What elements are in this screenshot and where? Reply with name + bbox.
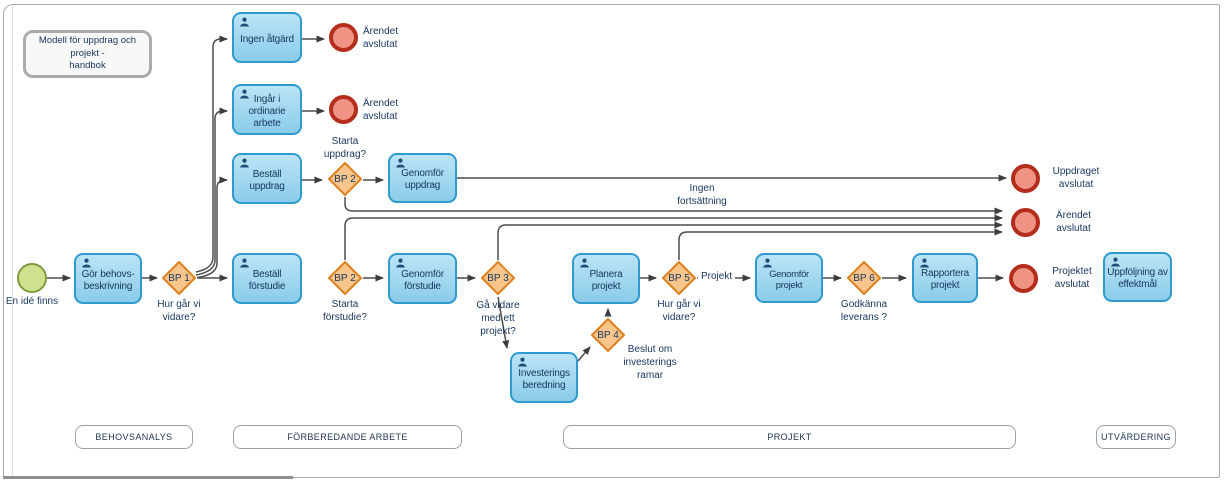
gateway-bp5-question: Hur går vi vidare? xyxy=(657,299,701,323)
person-icon xyxy=(395,158,406,168)
panel-divider xyxy=(12,5,13,477)
task-gor-behovsbeskrivning[interactable]: Gör behovs- beskrivning xyxy=(74,253,142,304)
end-event-arendet-avslutat-2[interactable] xyxy=(328,94,358,124)
task-label: Genomför uppdrag xyxy=(401,168,444,191)
gateway-bp3[interactable]: BP 3 xyxy=(480,260,516,296)
task-genomfor-forstudie[interactable]: Genomför förstudie xyxy=(388,253,457,304)
task-ingar-i-ordinarie-arbete[interactable]: Ingår i ordinarie arbete xyxy=(232,84,302,135)
lane-label: UTVÄRDERING xyxy=(1101,432,1171,442)
person-icon xyxy=(239,158,250,168)
gateway-bp1-question: Hur går vi vidare? xyxy=(157,299,201,323)
lane-forberedande-arbete[interactable]: FÖRBEREDANDE ARBETE xyxy=(233,425,462,449)
lane-utvardering[interactable]: UTVÄRDERING xyxy=(1096,425,1176,449)
task-label: Investerings beredning xyxy=(518,367,570,391)
end-event-label: Ärendet avslutat xyxy=(1055,210,1092,234)
task-label: Ingår i ordinarie arbete xyxy=(248,93,286,129)
task-rapportera-projekt[interactable]: Rapportera projekt xyxy=(912,253,978,303)
task-ingen-atgard[interactable]: Ingen åtgärd xyxy=(232,12,302,63)
task-label: Planera projekt xyxy=(589,268,623,292)
end-event-label: Ärendet avslutat xyxy=(363,98,399,122)
gateway-label: BP 2 xyxy=(334,272,356,284)
lane-label: BEHOVSANALYS xyxy=(95,432,173,442)
task-label: Uppföljning av effektmål xyxy=(1107,267,1168,290)
gateway-label: BP 5 xyxy=(668,272,690,284)
edge-label-ingen-fortsattning: Ingen fortsättning xyxy=(677,183,727,207)
task-genomfor-uppdrag[interactable]: Genomför uppdrag xyxy=(388,153,457,203)
end-event-label: Uppdraget avslutat xyxy=(1052,166,1100,190)
task-label: Rapportera projekt xyxy=(920,268,970,291)
task-label: Genomför förstudie xyxy=(401,268,444,292)
gateway-bp6-question: Godkänna leverans ? xyxy=(840,299,888,323)
end-event-arendet-avslutat-3[interactable] xyxy=(1010,207,1040,237)
lane-label: FÖRBEREDANDE ARBETE xyxy=(287,432,408,442)
task-label: Ingen åtgärd xyxy=(240,33,294,45)
end-event-label: Projektet avslutat xyxy=(1052,266,1092,290)
lane-behovsanalys[interactable]: BEHOVSANALYS xyxy=(75,425,193,449)
model-note[interactable]: Modell för uppdrag och projekt - handbok xyxy=(23,30,152,78)
gateway-bp2-uppdrag-question: Starta uppdrag? xyxy=(323,136,367,160)
person-icon xyxy=(579,258,590,268)
gateway-bp2-forstudie[interactable]: BP 2 xyxy=(327,260,363,296)
task-label: Beställ förstudie xyxy=(248,268,286,292)
task-label: Genomför projekt xyxy=(769,268,809,291)
edge-label-projekt: Projekt xyxy=(698,271,736,284)
end-event-arendet-avslutat-1[interactable] xyxy=(328,22,358,52)
task-investeringsberedning[interactable]: Investerings beredning xyxy=(510,352,578,403)
gateway-label: BP 4 xyxy=(597,329,619,341)
person-icon xyxy=(239,17,250,27)
task-genomfor-projekt[interactable]: Genomför projekt xyxy=(755,253,823,303)
gateway-label: BP 3 xyxy=(487,272,509,284)
gateway-label: BP 1 xyxy=(168,272,190,284)
end-event-projektet-avslutat[interactable] xyxy=(1008,263,1038,293)
task-bestall-uppdrag[interactable]: Beställ uppdrag xyxy=(232,153,302,204)
task-planera-projekt[interactable]: Planera projekt xyxy=(572,253,640,304)
person-icon xyxy=(239,258,250,268)
gateway-bp4-question: Beslut om investerings ramar xyxy=(623,344,677,381)
gateway-label: BP 2 xyxy=(334,173,356,185)
person-icon xyxy=(517,357,528,367)
start-event-circle[interactable] xyxy=(17,263,47,293)
person-icon xyxy=(81,258,92,268)
person-icon xyxy=(239,89,250,99)
person-icon xyxy=(919,258,930,268)
gateway-label: BP 6 xyxy=(853,272,875,284)
gateway-bp6[interactable]: BP 6 xyxy=(846,260,882,296)
gateway-bp5[interactable]: BP 5 xyxy=(661,260,697,296)
task-label: Beställ uppdrag xyxy=(249,168,285,192)
lane-label: PROJEKT xyxy=(767,432,812,442)
horizontal-scrollbar[interactable] xyxy=(3,476,293,479)
person-icon xyxy=(762,258,773,268)
end-event-uppdraget-avslutat[interactable] xyxy=(1010,163,1040,193)
gateway-bp2-forstudie-question: Starta förstudie? xyxy=(323,299,367,323)
person-icon xyxy=(395,258,406,268)
end-event-label: Ärendet avslutat xyxy=(363,26,399,50)
start-event-label: En idé finns xyxy=(5,296,59,307)
task-uppfoljning-av-effektmal[interactable]: Uppföljning av effektmål xyxy=(1103,252,1172,302)
lane-projekt[interactable]: PROJEKT xyxy=(563,425,1016,449)
task-bestall-forstudie[interactable]: Beställ förstudie xyxy=(232,253,302,304)
gateway-bp1[interactable]: BP 1 xyxy=(161,260,197,296)
gateway-bp3-question: Gå vidare med ett projekt? xyxy=(476,300,520,337)
task-label: Gör behovs- beskrivning xyxy=(81,268,135,292)
gateway-bp2-uppdrag[interactable]: BP 2 xyxy=(327,161,363,197)
person-icon xyxy=(1110,257,1121,267)
gateway-bp4[interactable]: BP 4 xyxy=(590,317,626,353)
